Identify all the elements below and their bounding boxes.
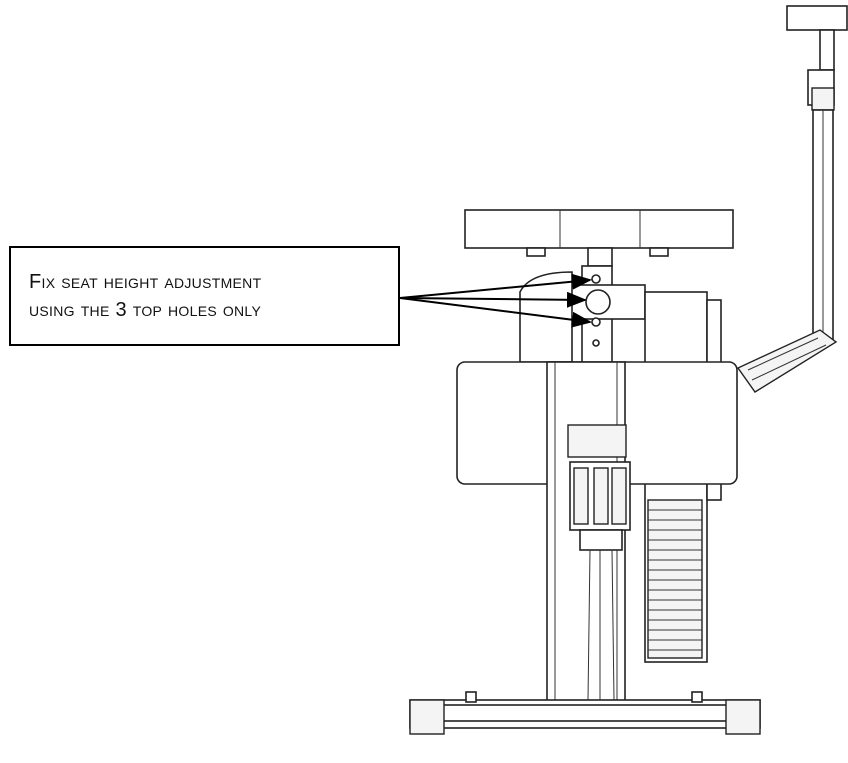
seat-height-callout: Fix seat height adjustment using the 3 t…	[9, 246, 400, 346]
callout-line-1: Fix seat height adjustment	[29, 271, 262, 293]
arrow-middle-hole	[399, 291, 587, 308]
seat	[464, 209, 734, 267]
callout-arrows	[399, 273, 592, 328]
callout-line-2: using the 3 top holes only	[29, 299, 262, 321]
handlebar-assembly	[736, 5, 848, 393]
base	[409, 691, 761, 735]
arrow-top-hole	[399, 273, 592, 299]
arrow-bottom-hole	[399, 297, 592, 328]
crank-mechanism	[567, 424, 631, 701]
